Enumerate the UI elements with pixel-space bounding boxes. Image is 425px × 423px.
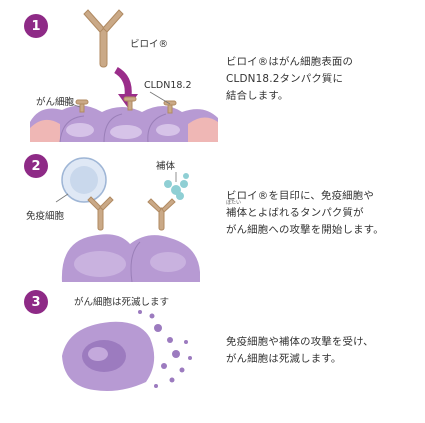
step-2-panel: 2 [0,142,425,282]
claudin-protein-icon [75,96,177,114]
antibody-icon [83,9,124,68]
step-3-badge: 3 [24,290,48,314]
step-1-panel: 1 [0,0,425,142]
arrow-icon [114,66,138,108]
immune-cell-label: 免疫細胞 [26,211,65,222]
immune-cell-icon [61,157,107,203]
step-2-illustration [55,157,200,282]
step-2-badge: 2 [24,154,48,178]
complement-label: 補体 [156,161,176,172]
dying-cancer-cell [62,321,155,391]
cancer-cell-label: がん細胞 [36,97,75,108]
step-3-panel: 3 がん細胞は死滅します 免疫細胞や補体の攻撃を受け、 がん細胞は死滅します。 [0,282,425,423]
step-1-badge: 1 [24,14,48,38]
step-2-description: ビロイ®を目印に、免疫細胞や 補体とよばれるタンパク質が がん細胞への攻撃を開始… [226,190,384,236]
cell-fragments [138,310,192,388]
complement-icon [164,173,189,200]
dying-label: がん細胞は死滅します [74,297,170,308]
step-3-description: 免疫細胞や補体の攻撃を受け、 がん細胞は死滅します。 [226,336,374,365]
step-1-description: ビロイ®はがん細胞表面の CLDN18.2タンパク質に 結合します。 [226,56,354,102]
complement-ruby: ほたい [226,200,242,206]
drug-label: ビロイ® [130,39,169,50]
step-3-illustration [62,310,192,391]
cancer-cell-cluster [61,234,200,282]
cancer-cell-row [30,105,218,142]
antibody-icon [87,196,176,231]
step-1-illustration [30,9,218,142]
protein-label: CLDN18.2 [144,80,192,91]
